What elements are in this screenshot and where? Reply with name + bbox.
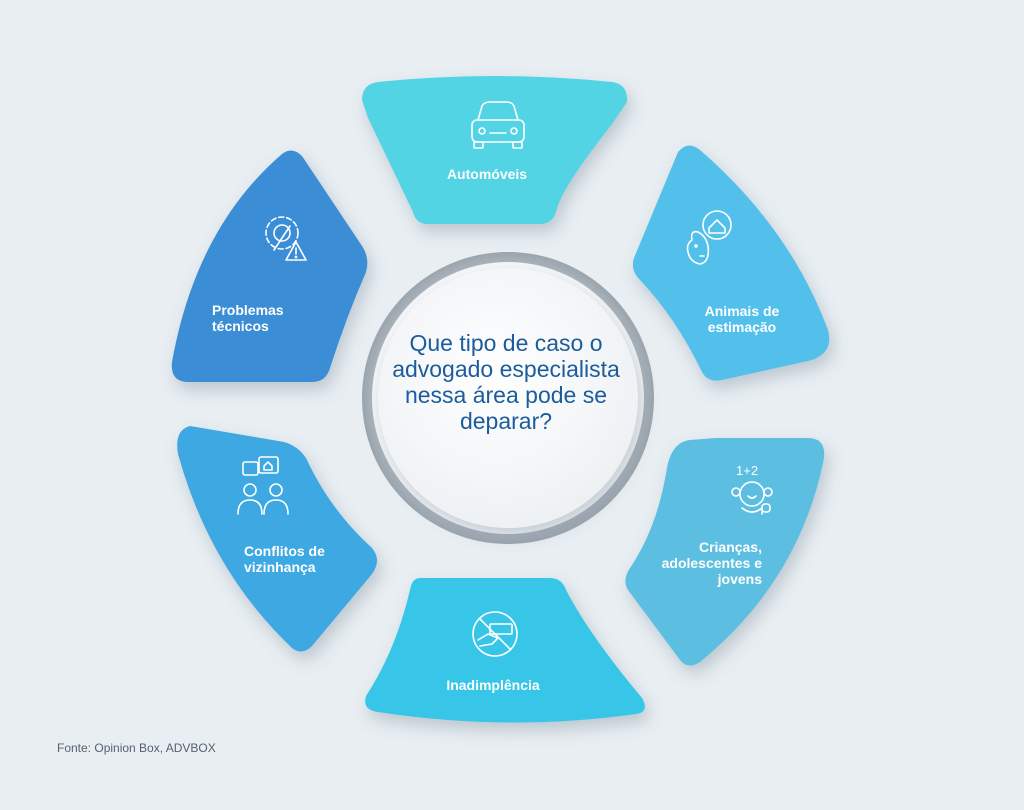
segment-problemas: [171, 150, 368, 382]
label-automoveis: Automóveis: [446, 166, 528, 182]
child-math-icon: 1+2: [731, 463, 773, 515]
neighbors-icon: [237, 456, 289, 515]
segment-automoveis: [362, 76, 628, 224]
source-note: Fonte: Opinion Box, ADVBOX: [57, 741, 216, 755]
label-conflitos: Conflitos de vizinhança: [244, 543, 325, 575]
segment-criancas: [625, 438, 825, 666]
label-problemas: Problemas técnicos: [212, 302, 284, 334]
label-inadimplencia: Inadimplência: [446, 677, 540, 693]
segment-animais: [632, 145, 830, 381]
label-criancas: Crianças, adolescentes e jovens: [661, 539, 762, 587]
svg-text:1+2: 1+2: [736, 463, 758, 478]
car-icon: [471, 101, 525, 149]
center-circle: [378, 268, 638, 528]
label-animais: Animais de estimação: [704, 303, 780, 335]
pet-home-icon: [686, 210, 732, 265]
segment-conflitos: [177, 426, 377, 652]
segment-inadimplencia: [365, 578, 645, 723]
center-question: Que tipo de caso o advogado especialista…: [392, 330, 620, 434]
no-payment-icon: [472, 611, 518, 657]
gear-warning-icon: [265, 216, 307, 261]
